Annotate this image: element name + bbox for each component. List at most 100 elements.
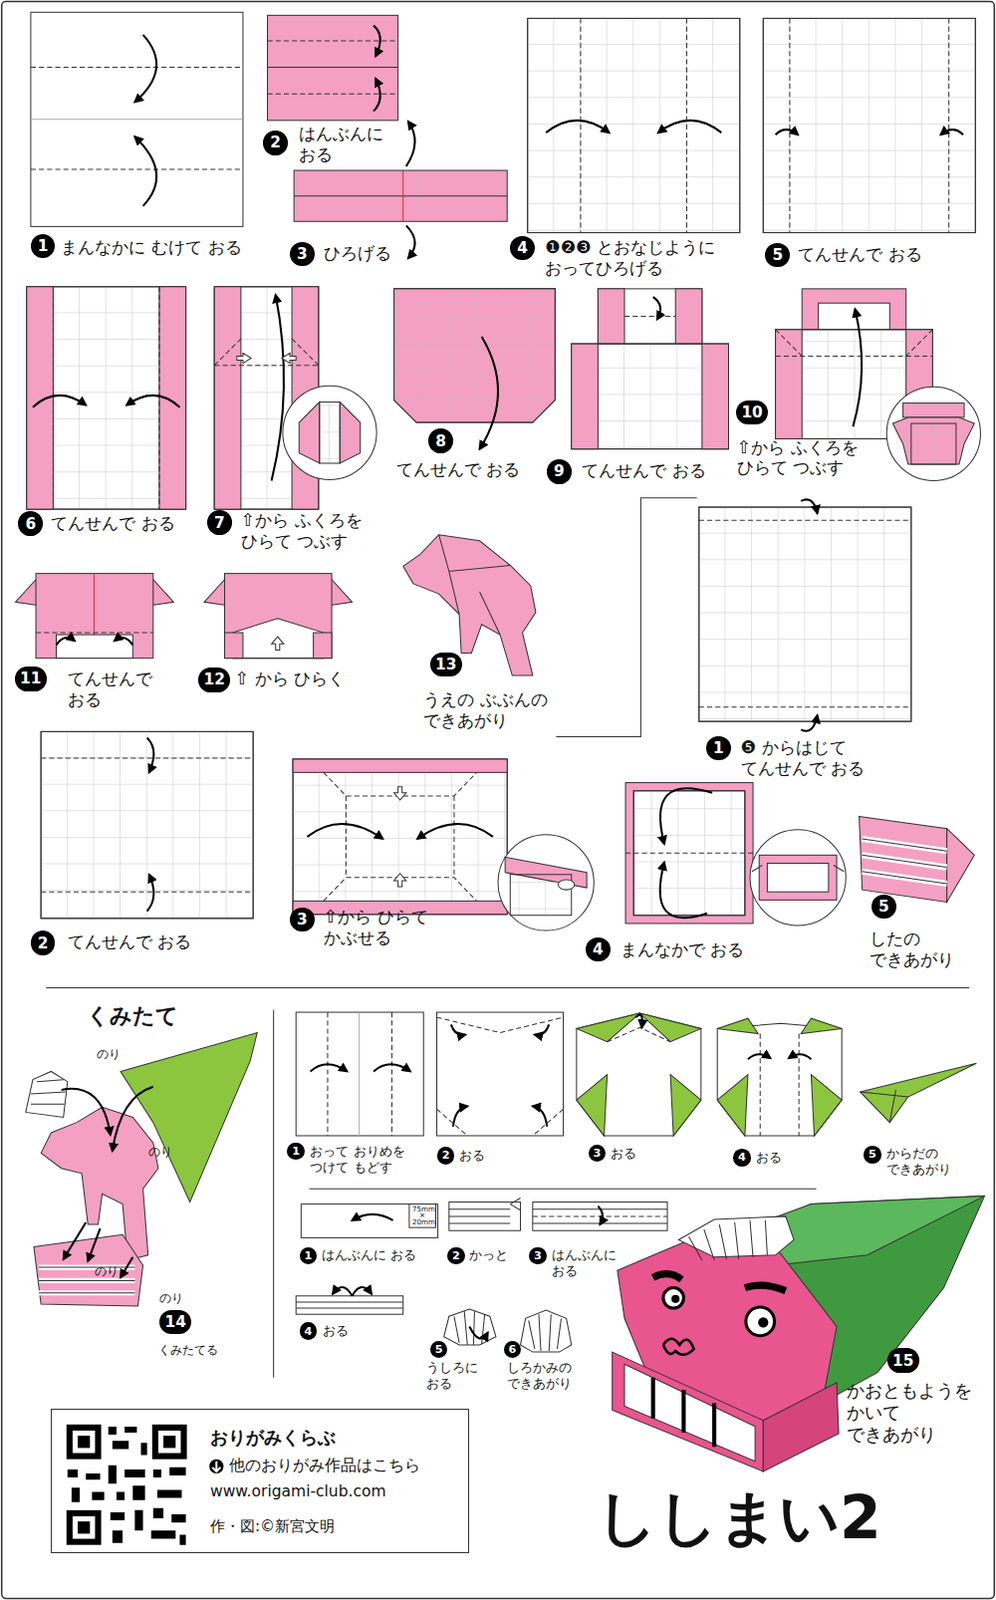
lower1-paper-part	[699, 519, 912, 521]
body-step1-part	[310, 1063, 348, 1071]
section-divider	[555, 498, 697, 738]
body-step4	[717, 1017, 842, 1136]
lower4-paper-part	[660, 861, 708, 918]
assembly-figure-part	[38, 1266, 135, 1293]
title: ししまい2	[596, 1484, 882, 1550]
body-step2-part	[437, 1011, 564, 1136]
callout-number: 5	[863, 1145, 881, 1163]
step-caption: てんせんで おる	[67, 668, 165, 711]
qr-code-part	[163, 1435, 176, 1448]
body-step2	[437, 1011, 564, 1136]
body-step1-part	[358, 1011, 360, 1136]
callout-number: 6	[17, 510, 43, 536]
finished-shishimai-part	[762, 1382, 839, 1472]
assembly-figure-part	[63, 1222, 87, 1259]
step12-paper-part	[225, 632, 244, 659]
step9-paper-part	[653, 296, 661, 320]
hair-step5-part	[469, 1326, 488, 1339]
step12-paper-part	[225, 573, 333, 659]
step4-paper-part	[579, 17, 581, 233]
dimension-label: ×	[419, 1211, 426, 1219]
step-caption: はんぶんに おる	[321, 1246, 417, 1263]
lower3-zoom	[498, 834, 594, 931]
qr-code	[64, 1422, 190, 1547]
step4-paper-part	[527, 17, 741, 233]
hair-step4-part	[295, 1301, 404, 1308]
callout-number: 4	[585, 937, 611, 963]
step10-paper-part	[775, 329, 803, 440]
finished-shishimai-part	[663, 1338, 695, 1355]
step3-paper-part	[406, 225, 416, 258]
finished-shishimai-part	[612, 1351, 764, 1472]
hair-step3-part	[532, 1209, 668, 1224]
lower1-paper-part	[800, 498, 817, 513]
hair-step4-part	[352, 1286, 372, 1296]
box-heading: おりがみくらぶ	[210, 1427, 336, 1449]
section-divider	[45, 987, 970, 989]
body-step4-part	[800, 1017, 842, 1033]
body-step4-part	[759, 1033, 761, 1136]
hair-step3-part	[532, 1202, 668, 1232]
step-caption: はんぶんに おる	[551, 1246, 624, 1279]
lower1-paper-part	[800, 715, 817, 732]
step6-paper-part	[126, 395, 180, 408]
callout-number: 5	[430, 1340, 448, 1358]
glue-label: のり	[148, 1144, 173, 1160]
step10-paper-part	[775, 329, 934, 357]
callout-number: 2	[447, 1246, 465, 1264]
step-caption: てんせんで おる	[50, 512, 176, 534]
step5-paper-part	[762, 17, 976, 233]
step11-paper	[15, 573, 175, 659]
step6-paper-part	[26, 286, 187, 509]
step9-paper	[571, 288, 730, 450]
lower3-paper-part	[292, 758, 507, 915]
hair-step5-part	[444, 1308, 497, 1345]
step-caption: おる	[755, 1149, 782, 1166]
step10-paper-part	[818, 302, 891, 330]
lower3-zoom-part	[557, 879, 574, 890]
step1-paper-part	[134, 136, 157, 207]
step-caption: ❺ からはじて てんせんで おる	[741, 737, 920, 779]
step-caption: ⇧から ふくろを ひらて つぶす	[241, 509, 395, 552]
step5-paper	[762, 17, 976, 233]
qr-code-part	[77, 1520, 90, 1533]
finished-shishimai-part	[653, 1377, 715, 1448]
assembly-figure	[25, 1032, 258, 1306]
lower4-paper-part	[625, 782, 753, 924]
callout-number: 1	[706, 736, 732, 761]
step9-paper-part	[571, 343, 599, 449]
step11-paper-part	[114, 637, 133, 645]
step11-paper-part	[35, 632, 154, 634]
download-icon-part	[209, 1459, 224, 1474]
body-step1-part	[326, 1011, 328, 1136]
step-caption: かっと	[469, 1246, 508, 1263]
step7-paper-part	[237, 352, 251, 363]
body-step3-part	[639, 1012, 701, 1042]
qr-code-part	[72, 1430, 96, 1454]
download-icon-part	[212, 1461, 221, 1472]
dimension-label: 20mm	[412, 1218, 436, 1226]
body-step4-part	[717, 1022, 842, 1136]
step-caption: まんなかに むけて おる	[60, 237, 242, 258]
finished-shishimai-part	[663, 1287, 684, 1308]
callout-number: 2	[437, 1146, 455, 1164]
step7-paper-part	[214, 286, 242, 509]
body-step2-part	[453, 1105, 468, 1126]
step11-paper-part	[56, 637, 75, 645]
step7-paper-part	[281, 352, 296, 363]
lower3-paper-part	[306, 823, 383, 839]
callout-number: 1	[30, 234, 56, 259]
lower1-paper-part	[699, 706, 912, 708]
body-step3-part	[635, 1014, 643, 1028]
step9-paper-part	[702, 343, 730, 449]
assembly-figure-part	[112, 1086, 154, 1152]
step3-paper-part	[293, 170, 507, 222]
step7-zoom-part	[319, 402, 340, 464]
lower2-paper-part	[147, 738, 155, 773]
step13-head-part	[439, 534, 511, 635]
step4-paper-part	[658, 120, 723, 133]
step2-paper-part	[373, 25, 381, 57]
step-caption: おる	[610, 1145, 637, 1162]
qr-code-part	[77, 1435, 90, 1448]
step10-zoom	[886, 386, 981, 481]
